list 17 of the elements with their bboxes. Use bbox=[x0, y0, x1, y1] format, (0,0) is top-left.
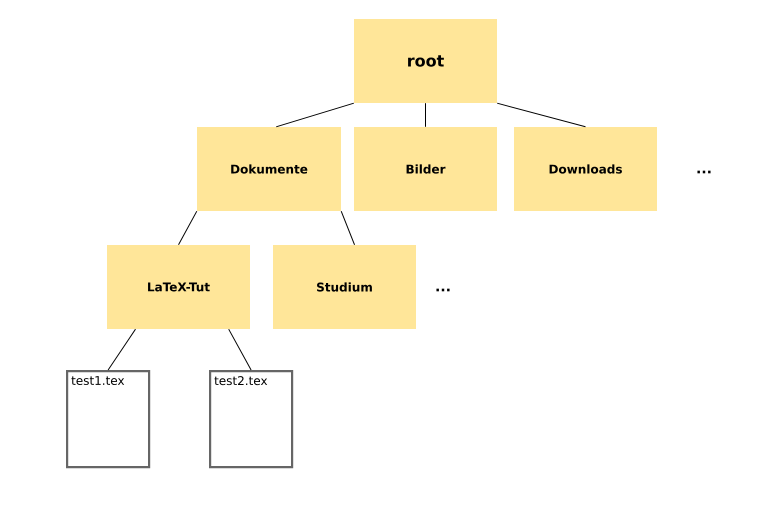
file-box: test1.tex bbox=[66, 370, 150, 468]
folder-box: LaTeX-Tut bbox=[107, 245, 250, 329]
folder-box: Bilder bbox=[354, 127, 497, 211]
file-box: test2.tex bbox=[209, 370, 294, 468]
folder-box: root bbox=[354, 19, 497, 103]
folder-box: Studium bbox=[273, 245, 416, 329]
connector-line bbox=[425, 102, 426, 128]
connector-line bbox=[228, 328, 252, 370]
ellipsis: ... bbox=[436, 288, 450, 292]
connector-line bbox=[276, 102, 354, 128]
folder-box: Dokumente bbox=[197, 127, 341, 211]
connector-line bbox=[496, 102, 586, 128]
ellipsis: ... bbox=[697, 170, 711, 174]
connector-line bbox=[178, 210, 198, 246]
connector-line bbox=[340, 210, 356, 246]
connector-line bbox=[108, 328, 136, 370]
folder-box: Downloads bbox=[514, 127, 657, 211]
